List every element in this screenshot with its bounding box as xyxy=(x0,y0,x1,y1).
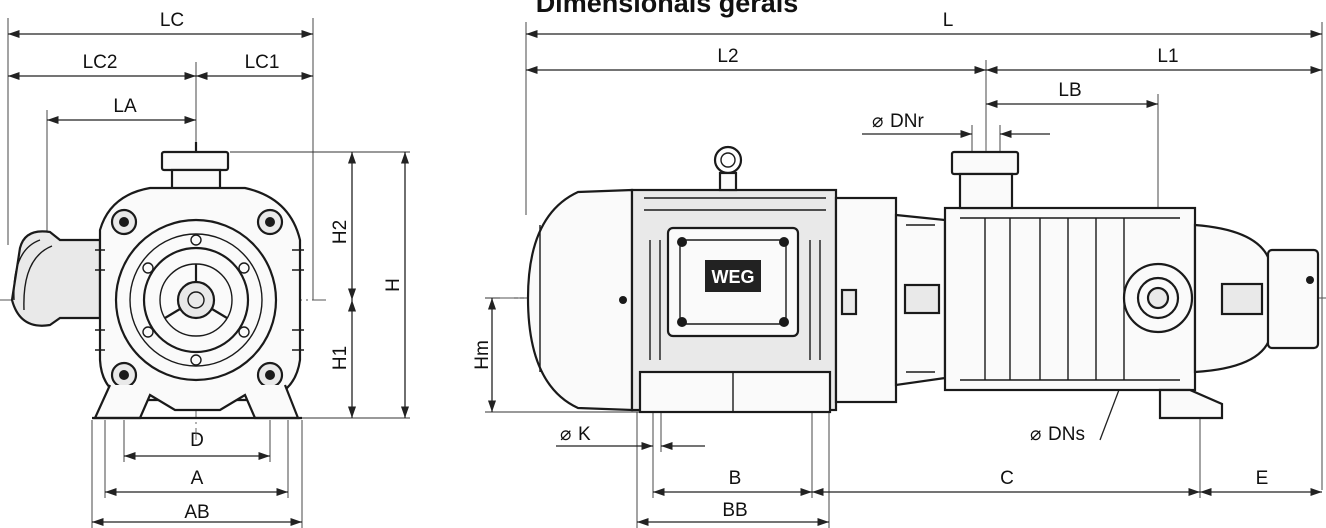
coupling xyxy=(903,283,941,315)
label-hm: Hm xyxy=(472,340,493,370)
end-cap xyxy=(1266,248,1320,350)
screw-icon xyxy=(677,317,687,327)
label-a: A xyxy=(191,468,204,489)
bolt-center xyxy=(265,217,275,227)
screw-icon xyxy=(677,237,687,247)
discharge-flange xyxy=(950,150,1020,176)
label-d: D xyxy=(190,430,204,451)
hub-ring xyxy=(142,246,250,354)
fan-cover-dot xyxy=(619,296,627,304)
bolt-center xyxy=(119,217,129,227)
label-dns: DNs xyxy=(1048,424,1085,445)
label-lb: LB xyxy=(1058,80,1081,101)
terminal-box xyxy=(10,230,102,327)
hole-icon xyxy=(238,262,250,274)
label-la: LA xyxy=(113,96,137,117)
motor-feet xyxy=(638,370,832,414)
spoke xyxy=(211,308,228,319)
label-dnr-symbol: ⌀ xyxy=(872,111,883,132)
end-cap-dot xyxy=(1306,276,1314,284)
drawing-title: Dimensionais gerais xyxy=(536,0,799,18)
logo-icon: WEG xyxy=(712,267,755,287)
fan-cover xyxy=(526,188,634,412)
hole-icon xyxy=(190,234,202,246)
label-lc: LC xyxy=(160,10,184,31)
terminal-box-inner xyxy=(679,239,787,325)
pump-foot xyxy=(1158,388,1224,420)
terminal-box-edge xyxy=(13,239,41,301)
label-dnr: DNr xyxy=(890,111,924,132)
hole-icon xyxy=(238,326,250,338)
pump-side-body xyxy=(10,142,304,420)
label-bb: BB xyxy=(722,500,747,521)
label-b: B xyxy=(729,468,742,489)
hole-icon xyxy=(190,354,202,366)
label-lc1: LC1 xyxy=(245,52,280,73)
casing-ring xyxy=(114,218,278,382)
label-c: C xyxy=(1000,468,1014,489)
label-lc2: LC2 xyxy=(83,52,118,73)
spoke xyxy=(164,308,181,319)
logo-plate xyxy=(705,260,761,292)
eye-bolt-icon xyxy=(713,145,743,175)
side-view: LC LC2 LC1 LA H2 H1 H D A AB xyxy=(0,10,410,528)
label-l: L xyxy=(943,10,954,31)
fins-left xyxy=(95,249,105,351)
bolt-center xyxy=(265,370,275,380)
label-l1: L1 xyxy=(1157,46,1178,67)
flange-bolt xyxy=(840,288,858,316)
discharge-neck xyxy=(958,172,1014,210)
label-l2: L2 xyxy=(717,46,738,67)
shaft-icon xyxy=(176,280,216,320)
label-dns-symbol: ⌀ xyxy=(1030,424,1041,445)
outlet-flange xyxy=(160,150,230,172)
label-h1: H1 xyxy=(330,346,351,370)
bearing-icon xyxy=(1220,282,1264,316)
suction-port-bore xyxy=(1136,276,1180,320)
terminal-box-edge xyxy=(23,245,53,311)
hole-icon xyxy=(142,262,154,274)
mounting-feet xyxy=(93,384,300,420)
label-ab: AB xyxy=(184,502,209,523)
front-view: L L2 L1 LB ⌀ DNr Hm ⌀ K ⌀ DNs B BB C E xyxy=(472,10,1326,528)
eye-bolt-stem xyxy=(718,171,738,192)
label-k-symbol: ⌀ xyxy=(560,424,571,445)
flange-ring xyxy=(129,233,263,367)
eye-bolt-hole xyxy=(720,152,736,168)
suction-port-center xyxy=(1146,286,1170,310)
hole-icon xyxy=(142,326,154,338)
label-e: E xyxy=(1256,468,1269,489)
screw-icon xyxy=(779,237,789,247)
label-k: K xyxy=(578,424,591,445)
shaft-center xyxy=(187,291,205,309)
fins-right xyxy=(292,249,304,351)
label-h: H xyxy=(383,278,404,292)
screw-icon xyxy=(779,317,789,327)
label-h2: H2 xyxy=(330,220,351,244)
bolt-center xyxy=(119,370,129,380)
